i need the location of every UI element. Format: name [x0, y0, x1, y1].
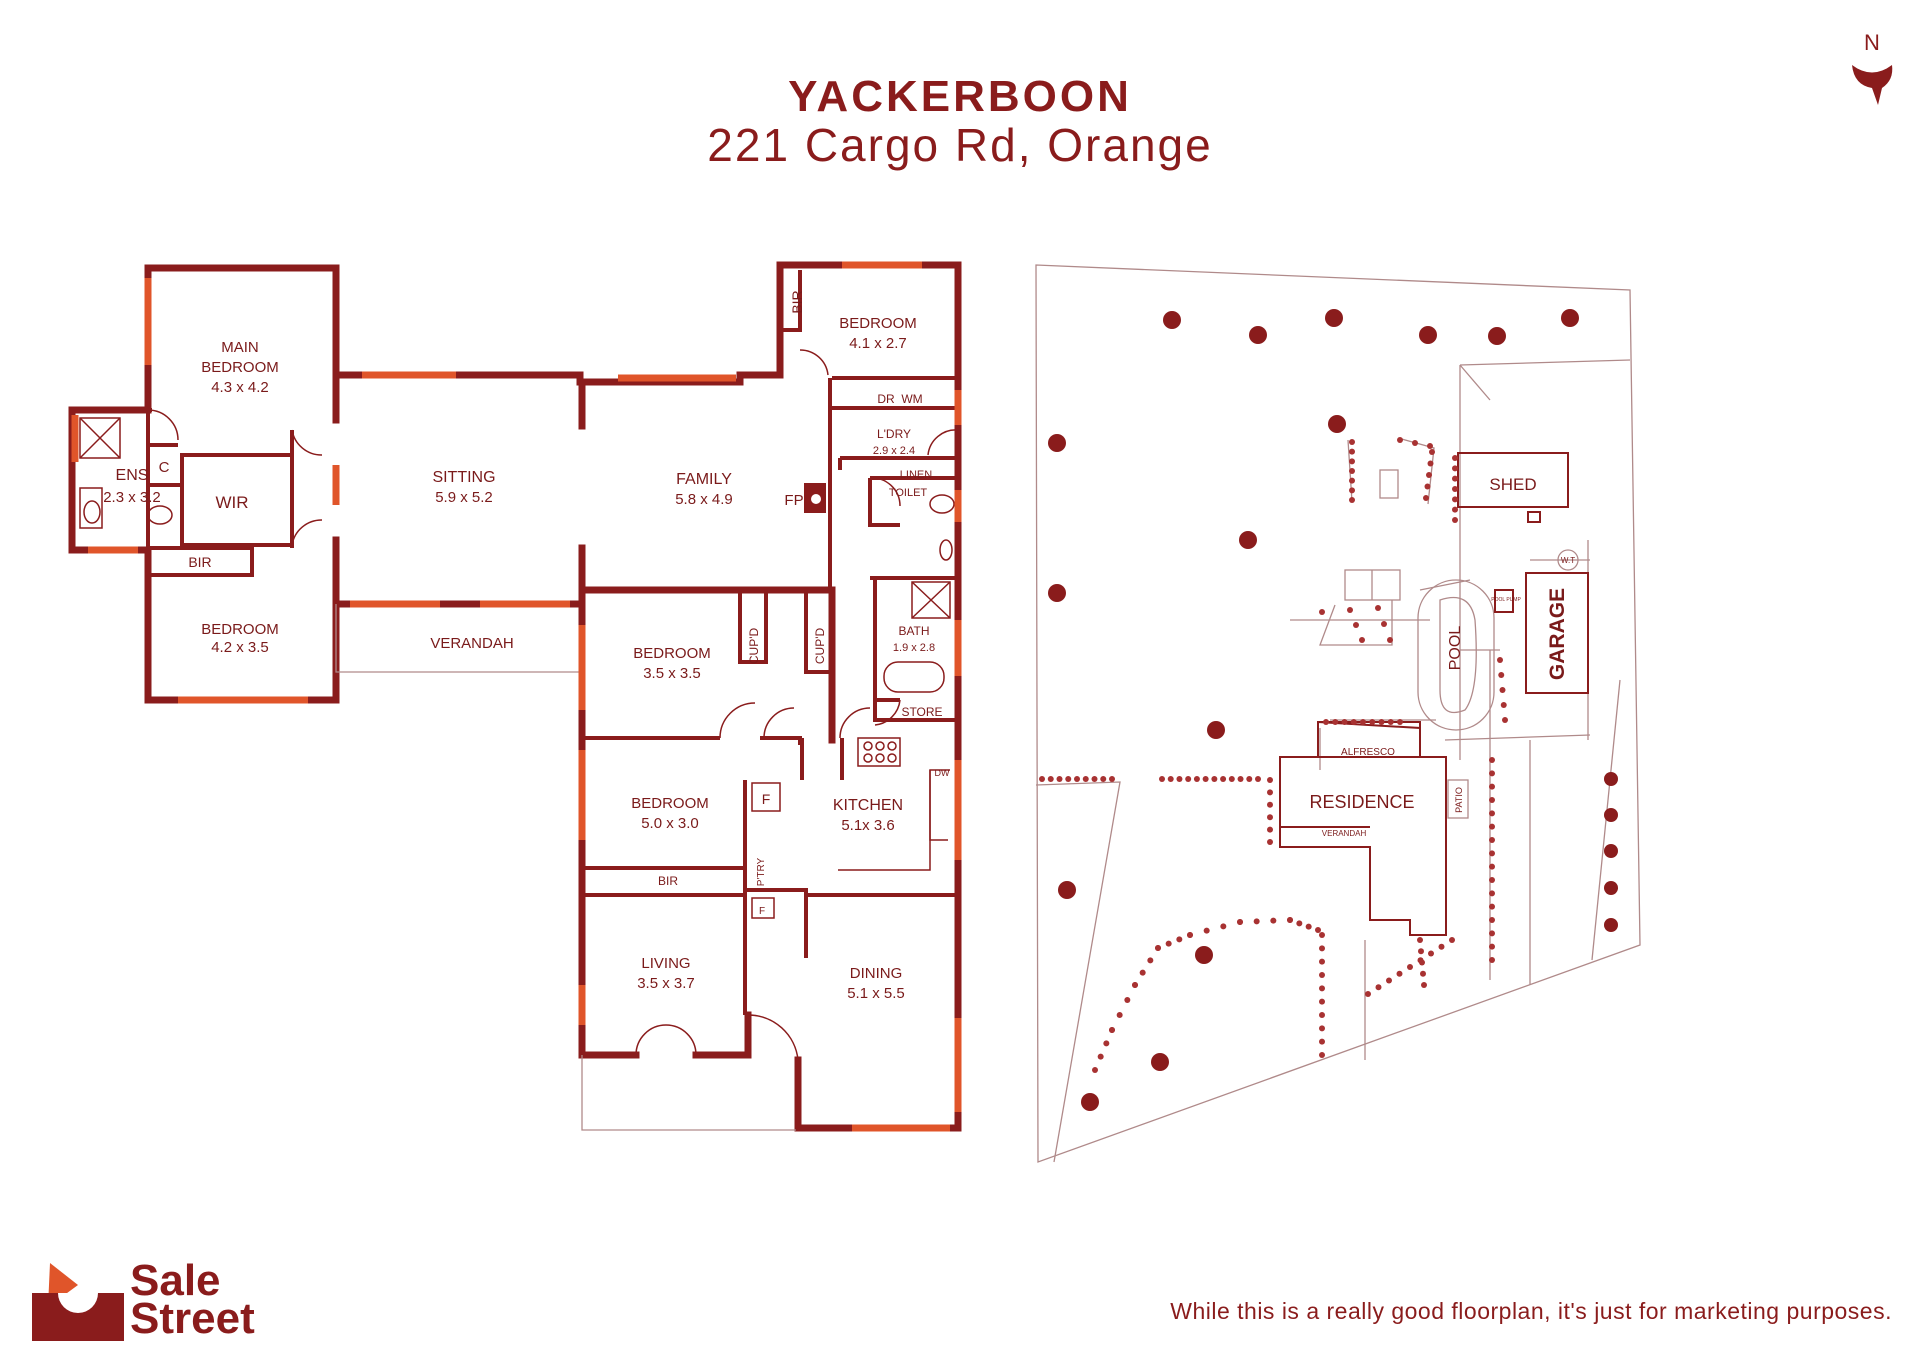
site-hedges: [1039, 437, 1508, 1073]
site-trees: [1048, 309, 1618, 1111]
cupboard-2-label: CUP'D: [813, 628, 827, 665]
room-laundry-size: 2.9 x 2.4: [873, 445, 915, 457]
room-main-bedroom-name-2: BEDROOM: [201, 359, 279, 376]
room-bedroom-s-size: 5.0 x 3.0: [641, 815, 699, 832]
room-dining-size: 5.1 x 5.5: [847, 985, 905, 1002]
room-main-bedroom-name-1: MAIN: [221, 339, 259, 356]
room-main-bedroom-size: 4.3 x 4.2: [211, 379, 269, 396]
room-bedroom-s-name: BEDROOM: [631, 795, 709, 812]
fridge-1-label: F: [762, 791, 771, 807]
logo-text-line1: Sale: [130, 1256, 221, 1305]
fireplace-label: FP: [784, 492, 803, 509]
room-family-name: FAMILY: [676, 471, 732, 488]
pool-label: POOL: [1447, 626, 1464, 671]
room-dining-name: DINING: [850, 965, 903, 982]
room-bath-name: BATH: [898, 624, 929, 638]
cupboard-1-label: CUP'D: [747, 628, 761, 665]
room-store-label: STORE: [901, 705, 942, 719]
room-wir-label: WIR: [215, 493, 248, 512]
room-bir-west-label: BIR: [188, 554, 211, 570]
room-kitchen-size: 5.1x 3.6: [841, 817, 894, 834]
sale-street-logo: Sale Street: [30, 1255, 330, 1345]
patio-label: PATIO: [1454, 787, 1464, 813]
room-verandah-label: VERANDAH: [430, 635, 513, 652]
site-plan: [1035, 264, 1641, 1163]
room-living-size: 3.5 x 3.7: [637, 975, 695, 992]
room-bir-south-label: BIR: [658, 874, 678, 888]
dryer-label: DR: [877, 392, 895, 406]
room-linen-label: LINEN: [900, 469, 932, 481]
floorplan-labels: MAIN BEDROOM 4.3 x 4.2 ENS 2.3 x 3.2 C W…: [103, 290, 950, 1002]
room-ensuite-name: ENS: [116, 467, 149, 484]
room-toilet-label: TOILET: [889, 487, 928, 499]
siteplan-labels: SHED GARAGE POOL W.T POOL PUMP ALFRESCO …: [1309, 475, 1575, 838]
room-bath-size: 1.9 x 2.8: [893, 642, 935, 654]
room-bedroom-sw-name: BEDROOM: [201, 621, 279, 638]
garage-label: GARAGE: [1546, 588, 1569, 680]
logo-mark-icon: [32, 1263, 124, 1341]
property-name: YACKERBOON: [788, 72, 1132, 121]
pool-pump-label: POOL PUMP: [1491, 597, 1521, 603]
dishwasher-label: DW: [935, 768, 950, 778]
property-address: 221 Cargo Rd, Orange: [707, 119, 1213, 171]
logo-text-line2: Street: [130, 1294, 255, 1343]
room-c-label: C: [159, 459, 170, 476]
room-bedroom-sw-size: 4.2 x 3.5: [211, 639, 269, 656]
room-bedroom-c-name: BEDROOM: [633, 645, 711, 662]
room-bedroom-c-size: 3.5 x 3.5: [643, 665, 701, 682]
residence-label: RESIDENCE: [1309, 792, 1414, 812]
disclaimer-text: While this is a really good floorplan, i…: [1170, 1298, 1892, 1324]
compass-label: N: [1864, 30, 1880, 55]
room-sitting-size: 5.9 x 5.2: [435, 489, 493, 506]
house-floorplan: [68, 261, 962, 1132]
water-tank-label: W.T: [1561, 556, 1575, 565]
shed-label: SHED: [1489, 475, 1536, 494]
washing-machine-label: WM: [901, 392, 922, 406]
room-laundry-name: L'DRY: [877, 427, 911, 441]
room-ensuite-size: 2.3 x 3.2: [103, 489, 161, 506]
alfresco-label: ALFRESCO: [1341, 747, 1395, 758]
room-bir-north-label: BIR: [789, 290, 805, 313]
fridge-2-label: F: [759, 906, 765, 917]
room-family-size: 5.8 x 4.9: [675, 491, 733, 508]
room-bedroom-n-size: 4.1 x 2.7: [849, 335, 907, 352]
room-sitting-name: SITTING: [432, 469, 495, 486]
north-arrow-icon: N: [1848, 30, 1898, 110]
room-bedroom-n-name: BEDROOM: [839, 315, 917, 332]
pantry-label: P'TRY: [756, 857, 767, 886]
room-kitchen-name: KITCHEN: [833, 797, 903, 814]
room-living-name: LIVING: [641, 955, 690, 972]
site-verandah-label: VERANDAH: [1322, 829, 1367, 838]
